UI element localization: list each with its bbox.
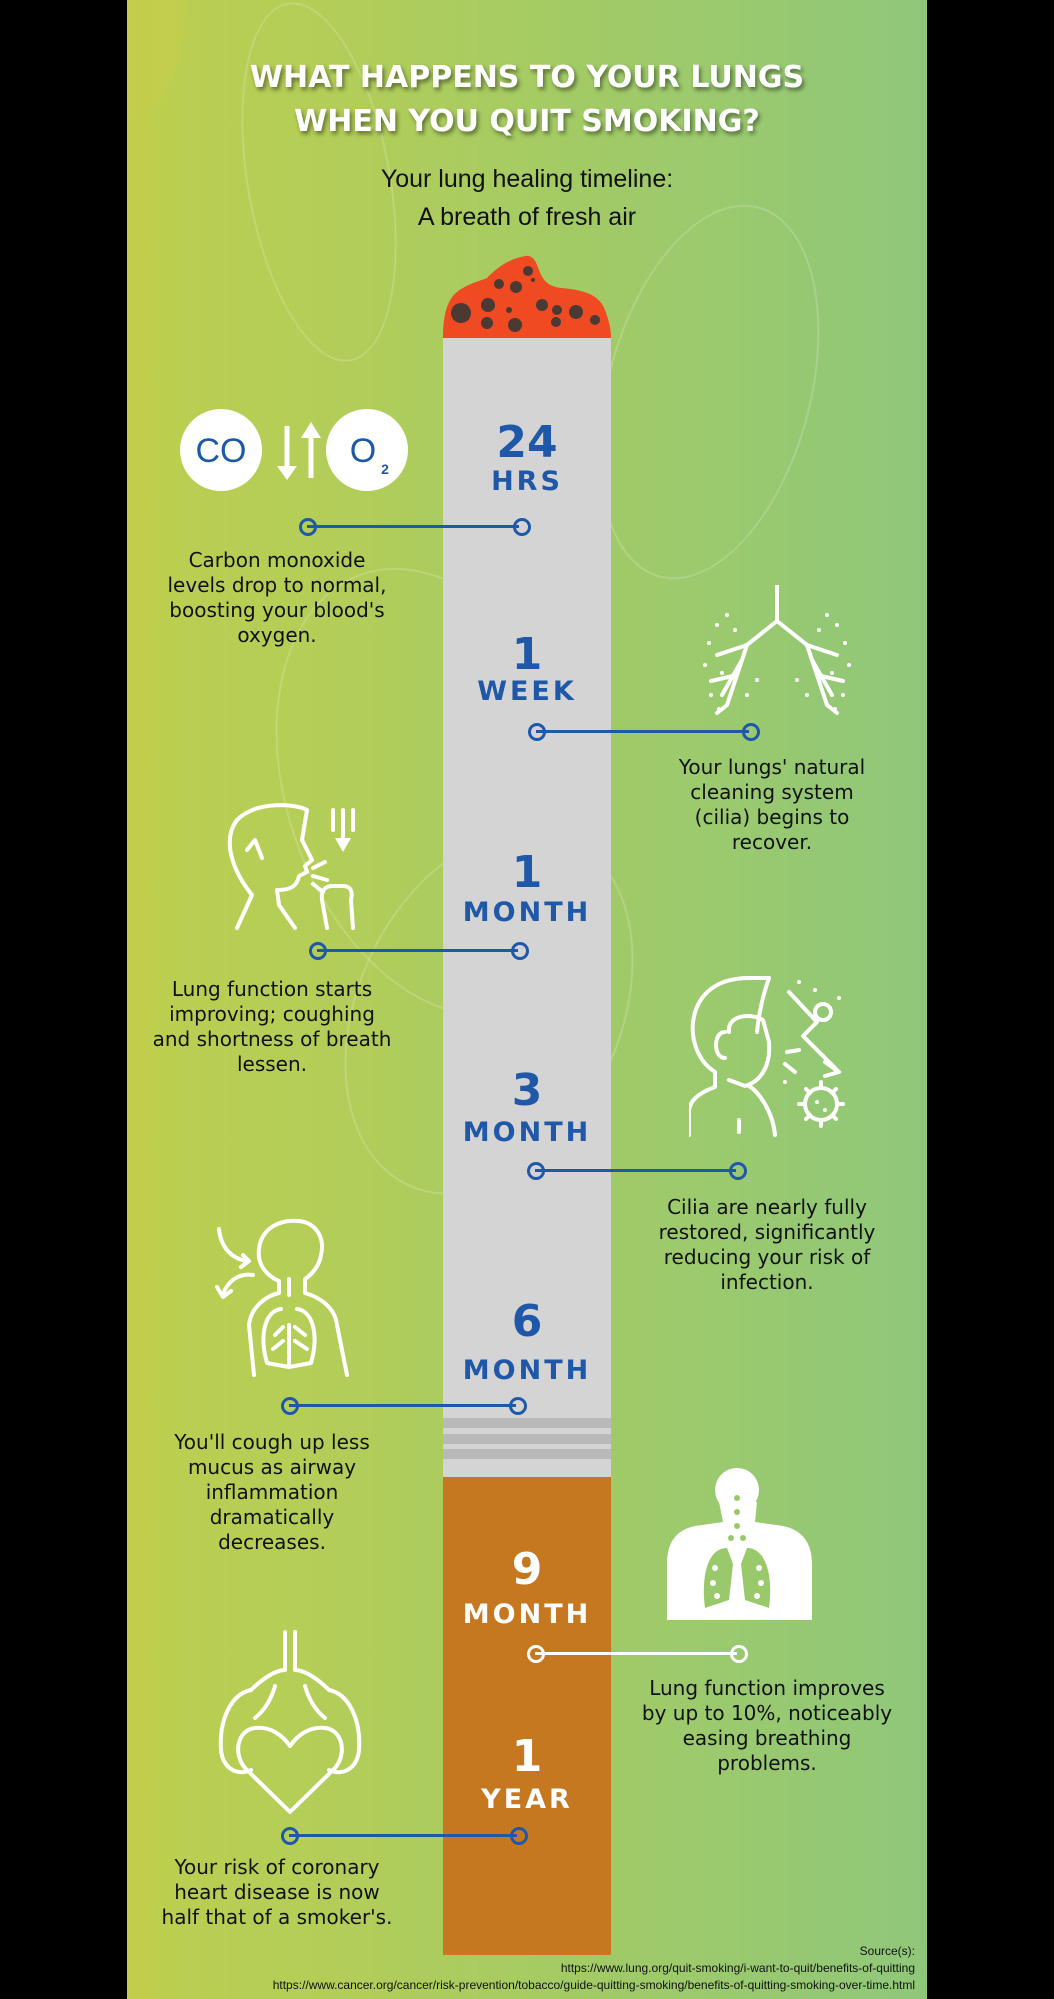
connector-dot xyxy=(527,1162,545,1180)
source-link[interactable]: https://www.cancer.org/cancer/risk-preve… xyxy=(272,1978,915,1992)
description-line: by up to 10%, noticeably xyxy=(641,1701,893,1725)
connector-dot xyxy=(730,1645,748,1663)
description-line: heart disease is now xyxy=(174,1880,380,1904)
milestone-number: 1 xyxy=(511,629,543,680)
connector-dot xyxy=(527,1645,545,1663)
subtitle: Your lung healing timeline: A breath of … xyxy=(127,160,927,236)
filter-stripe xyxy=(443,1449,611,1459)
connector-dot xyxy=(309,942,327,960)
description-line: lessen. xyxy=(236,1052,308,1076)
description-line: easing breathing xyxy=(682,1726,852,1750)
description-line: oxygen. xyxy=(237,623,317,647)
connector-dot xyxy=(509,1397,527,1415)
subtitle-line-1: Your lung healing timeline: xyxy=(380,165,674,193)
connector-dot xyxy=(742,723,760,741)
connector-line xyxy=(317,949,518,952)
connector-dot xyxy=(511,942,529,960)
milestone-unit: HRS xyxy=(491,466,563,497)
milestone-unit: WEEK xyxy=(477,676,577,707)
description-line: You'll cough up less xyxy=(174,1430,370,1454)
co-o2-exchange-icon: CO O 2 xyxy=(180,409,408,491)
milestone-description: Cilia are nearly fully restored, signifi… xyxy=(637,1195,897,1295)
description-line: and shortness of breath xyxy=(152,1027,392,1051)
sources-footer: Source(s): https://www.lung.org/quit-smo… xyxy=(273,1943,915,1994)
svg-text:O: O xyxy=(350,432,376,470)
milestone-description: Lung function improves by up to 10%, not… xyxy=(627,1676,907,1776)
milestone-number: 24 xyxy=(496,417,558,468)
milestone-description: Lung function starts improving; coughing… xyxy=(137,977,407,1077)
milestone-description: Your lungs' natural cleaning system (cil… xyxy=(647,755,897,855)
milestone-description: Your risk of coronary heart disease is n… xyxy=(147,1855,407,1930)
description-line: Cilia are nearly fully xyxy=(667,1195,867,1219)
cigarette-filter xyxy=(443,1477,611,1955)
description-line: Carbon monoxide xyxy=(188,548,366,572)
description-line: reducing your risk of xyxy=(663,1245,871,1269)
connector-line xyxy=(289,1834,517,1837)
lungs-bronchi-icon xyxy=(703,585,851,715)
milestone-number: 1 xyxy=(511,847,543,898)
svg-text:CO: CO xyxy=(196,432,247,470)
description-line: Your risk of coronary xyxy=(174,1855,380,1879)
connector-line xyxy=(289,1404,516,1407)
description-line: infection. xyxy=(720,1270,814,1294)
milestone-number: 1 xyxy=(511,1731,543,1782)
svg-text:2: 2 xyxy=(381,461,389,477)
milestone-unit: MONTH xyxy=(462,897,592,928)
connector-dot xyxy=(528,723,546,741)
page-title: WHAT HAPPENS TO YOUR LUNGS WHEN YOU QUIT… xyxy=(127,56,927,144)
subtitle-line-2: A breath of fresh air xyxy=(417,203,637,231)
description-line: dramatically xyxy=(209,1505,335,1529)
description-line: cleaning system xyxy=(690,780,854,804)
description-line: recover. xyxy=(731,830,813,854)
cigarette-ember-icon xyxy=(443,255,611,338)
milestone-description: Carbon monoxide levels drop to normal, b… xyxy=(147,548,407,648)
description-line: half that of a smoker's. xyxy=(161,1905,393,1929)
connector-dot xyxy=(281,1827,299,1845)
connector-dot xyxy=(299,518,317,536)
person-mask-virus-icon xyxy=(689,976,845,1137)
connector-dot xyxy=(510,1827,528,1845)
chest-lungs-icon xyxy=(667,1468,812,1620)
connector-line xyxy=(535,1652,737,1655)
connector-line xyxy=(535,1169,736,1172)
description-line: improving; coughing xyxy=(169,1002,375,1026)
connector-line xyxy=(536,730,749,733)
description-line: Lung function starts xyxy=(171,977,373,1001)
title-line-2: WHEN YOU QUIT SMOKING? xyxy=(294,104,760,139)
connector-dot xyxy=(729,1162,747,1180)
description-line: levels drop to normal, xyxy=(167,573,387,597)
description-line: decreases. xyxy=(218,1530,326,1554)
infographic-poster: WHAT HAPPENS TO YOUR LUNGS WHEN YOU QUIT… xyxy=(127,0,927,1999)
connector-line xyxy=(307,525,519,528)
respiratory-system-icon xyxy=(215,1218,349,1377)
description-line: boosting your blood's xyxy=(169,598,385,622)
connector-dot xyxy=(281,1397,299,1415)
milestone-number: 9 xyxy=(511,1544,543,1595)
person-coughing-icon xyxy=(227,803,355,930)
milestone-unit: YEAR xyxy=(481,1784,573,1815)
description-line: (cilia) begins to xyxy=(694,805,850,829)
title-line-1: WHAT HAPPENS TO YOUR LUNGS xyxy=(249,60,805,95)
milestone-unit: MONTH xyxy=(462,1117,592,1148)
milestone-unit: MONTH xyxy=(462,1599,592,1630)
milestone-number: 3 xyxy=(511,1065,543,1116)
heart-lungs-icon xyxy=(218,1630,362,1814)
description-line: restored, significantly xyxy=(658,1220,876,1244)
left-glow xyxy=(127,0,187,1999)
description-line: Lung function improves xyxy=(649,1676,885,1700)
milestone-number: 6 xyxy=(511,1296,543,1347)
description-line: mucus as airway xyxy=(187,1455,357,1479)
connector-dot xyxy=(513,518,531,536)
sources-label: Source(s): xyxy=(859,1944,915,1958)
description-line: Your lungs' natural xyxy=(678,755,866,779)
description-line: inflammation xyxy=(205,1480,339,1504)
filter-stripe xyxy=(443,1418,611,1428)
milestone-description: You'll cough up less mucus as airway inf… xyxy=(137,1430,407,1555)
source-link[interactable]: https://www.lung.org/quit-smoking/i-want… xyxy=(560,1961,915,1975)
milestone-unit: MONTH xyxy=(462,1355,592,1386)
description-line: problems. xyxy=(717,1751,817,1775)
filter-stripe xyxy=(443,1434,611,1444)
